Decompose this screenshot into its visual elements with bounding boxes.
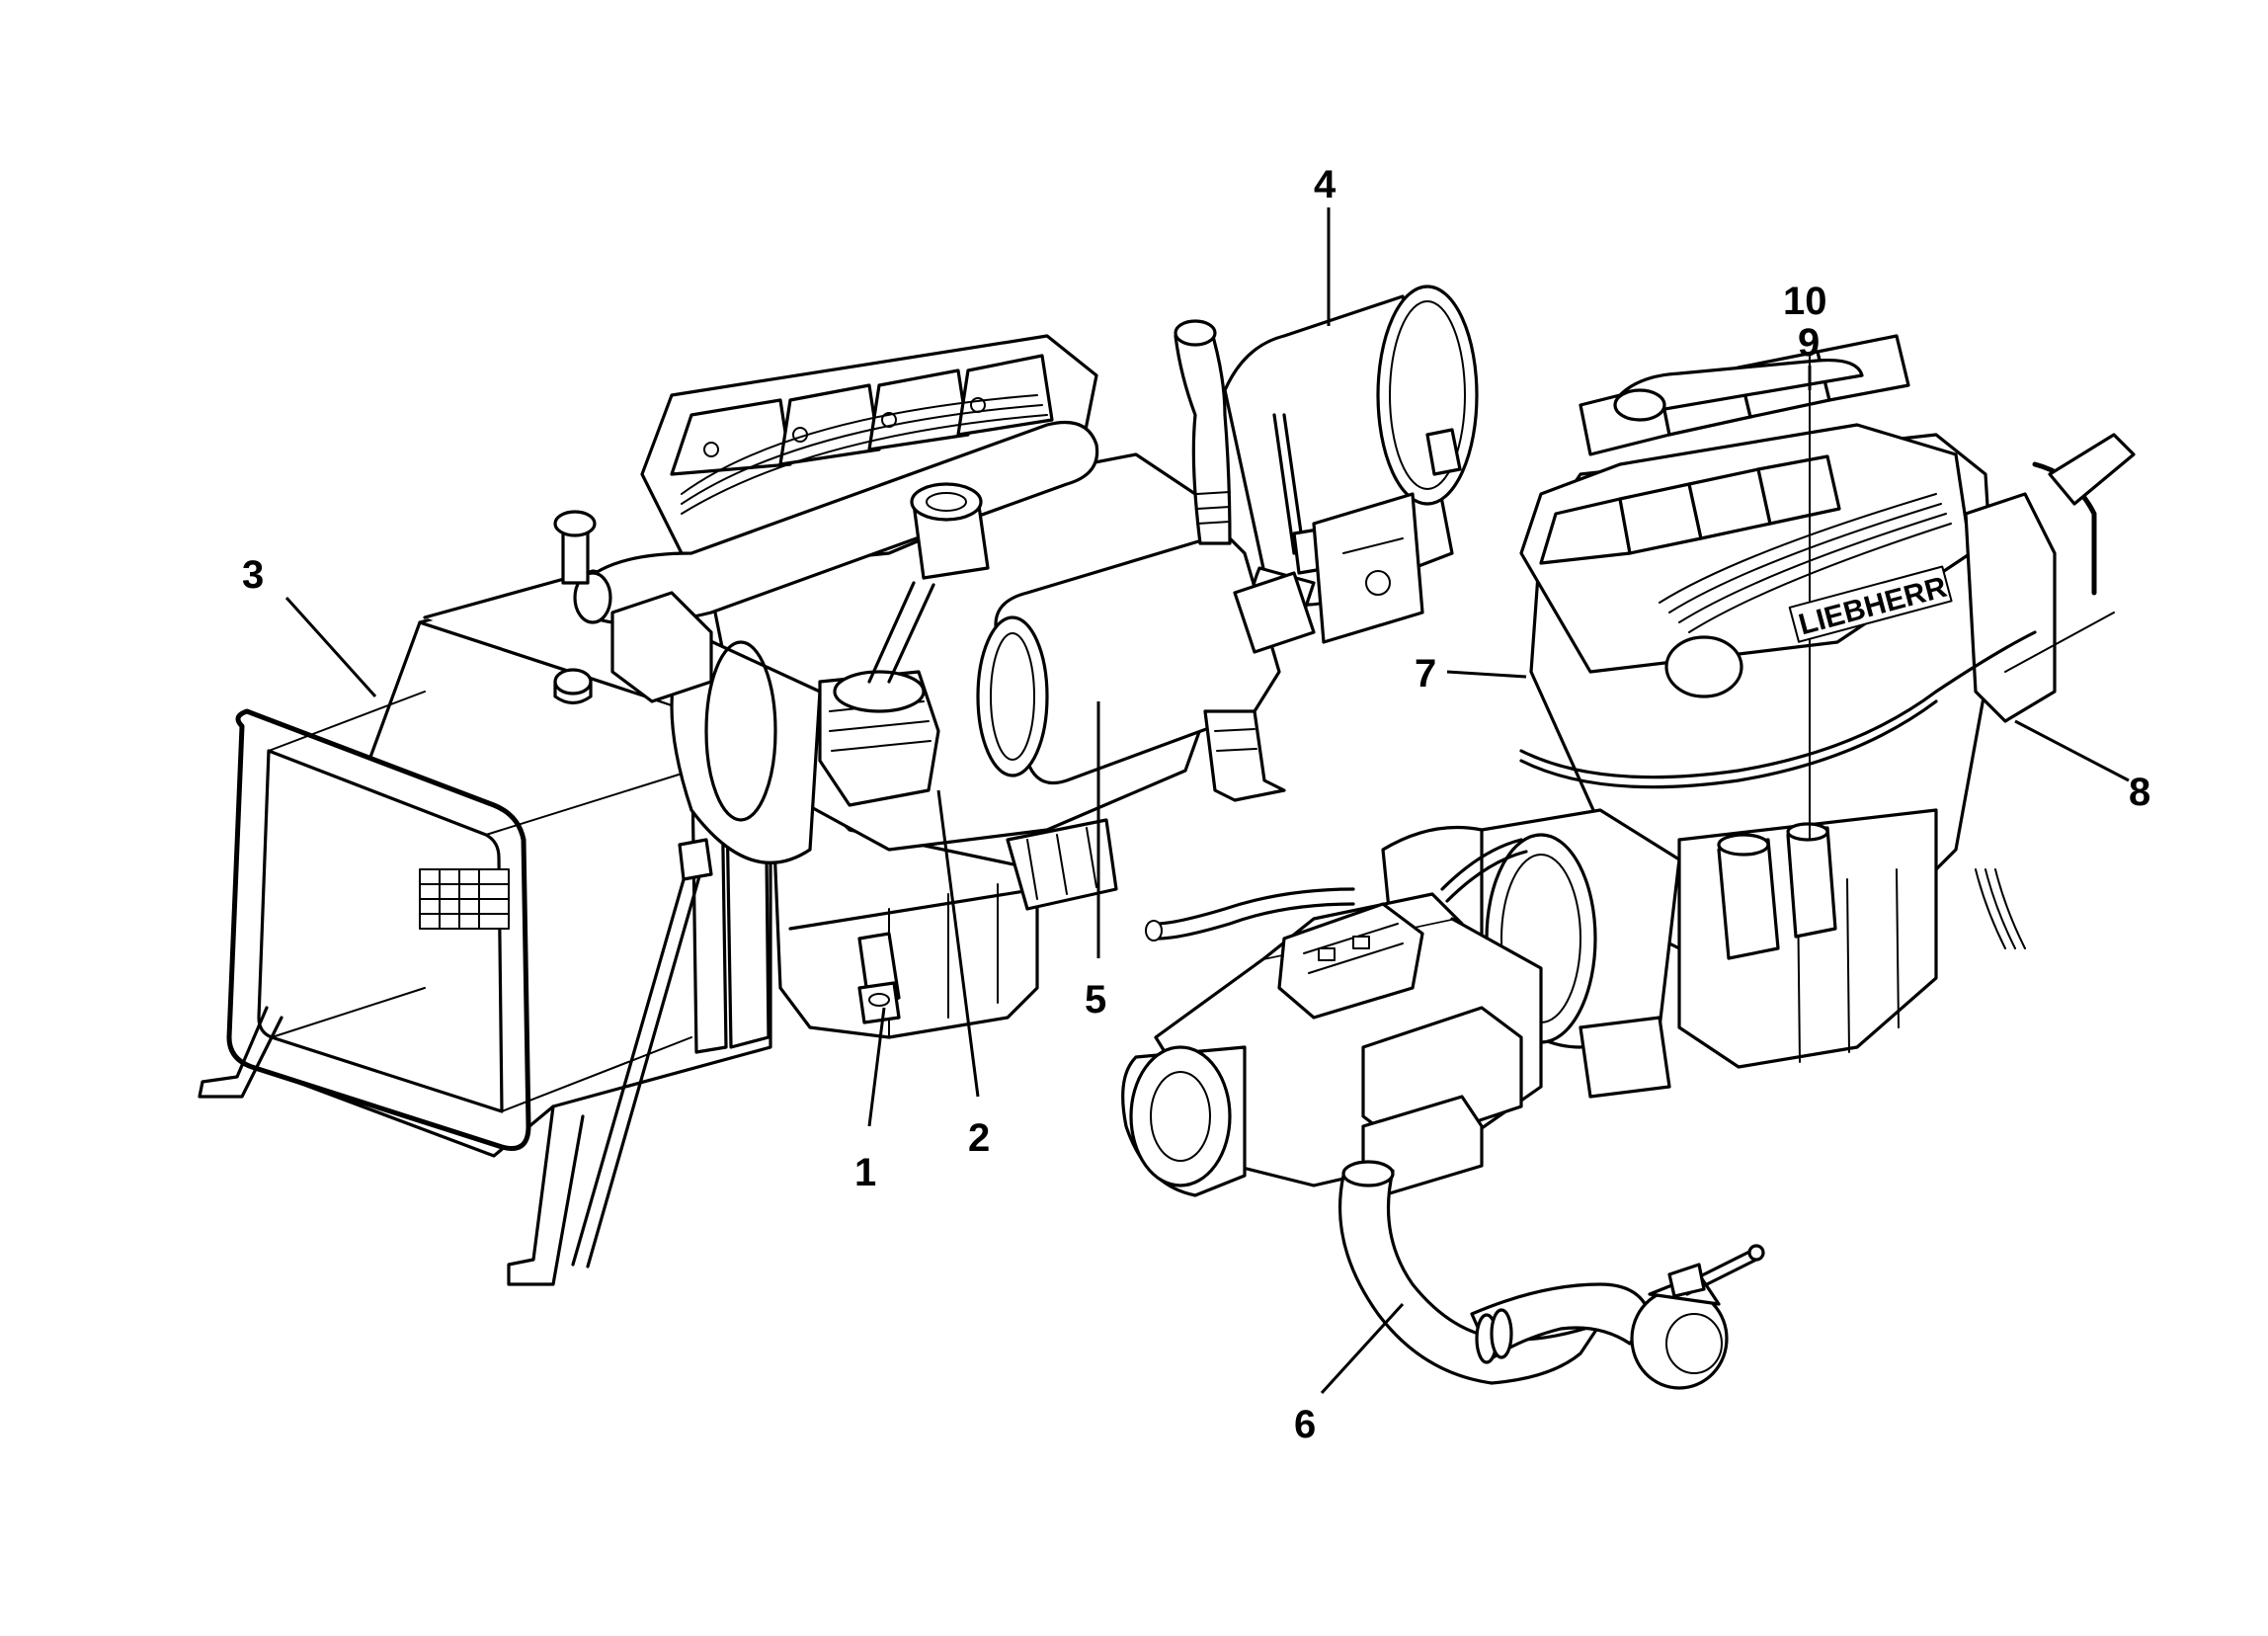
- callout-4: 4: [1314, 163, 1336, 206]
- callout-3: 3: [242, 553, 264, 597]
- callout-6: 6: [1294, 1403, 1316, 1446]
- right-engine-assembly: LIEBHERR: [1121, 334, 2136, 1390]
- leader-3: [284, 596, 377, 698]
- leader-8: [2014, 719, 2130, 782]
- callout-7: 7: [1415, 652, 1436, 695]
- callout-labels: 1 2 3 4 5 6 7 8 9 10: [242, 163, 2150, 1446]
- right-engine-block: [1519, 334, 2136, 1069]
- leader-2: [936, 789, 980, 1098]
- callout-2: 2: [968, 1116, 990, 1160]
- leader-1: [867, 1007, 886, 1127]
- leader-7: [1446, 670, 1527, 679]
- suction-line: [1337, 1160, 1765, 1390]
- drive-shaft: [1233, 571, 1316, 654]
- radiator-housing: [198, 569, 772, 1286]
- callout-8: 8: [2129, 771, 2150, 814]
- leader-6: [1320, 1302, 1405, 1395]
- callout-10: 10: [1783, 280, 1827, 323]
- air-filter: [1223, 285, 1479, 644]
- callout-5: 5: [1085, 978, 1106, 1022]
- callout-1: 1: [854, 1151, 876, 1194]
- hydraulic-pump-unit: [1121, 808, 1681, 1197]
- left-engine-assembly: [198, 285, 1479, 1286]
- leader-lines: [284, 207, 2130, 1395]
- callout-9: 9: [1798, 321, 1820, 365]
